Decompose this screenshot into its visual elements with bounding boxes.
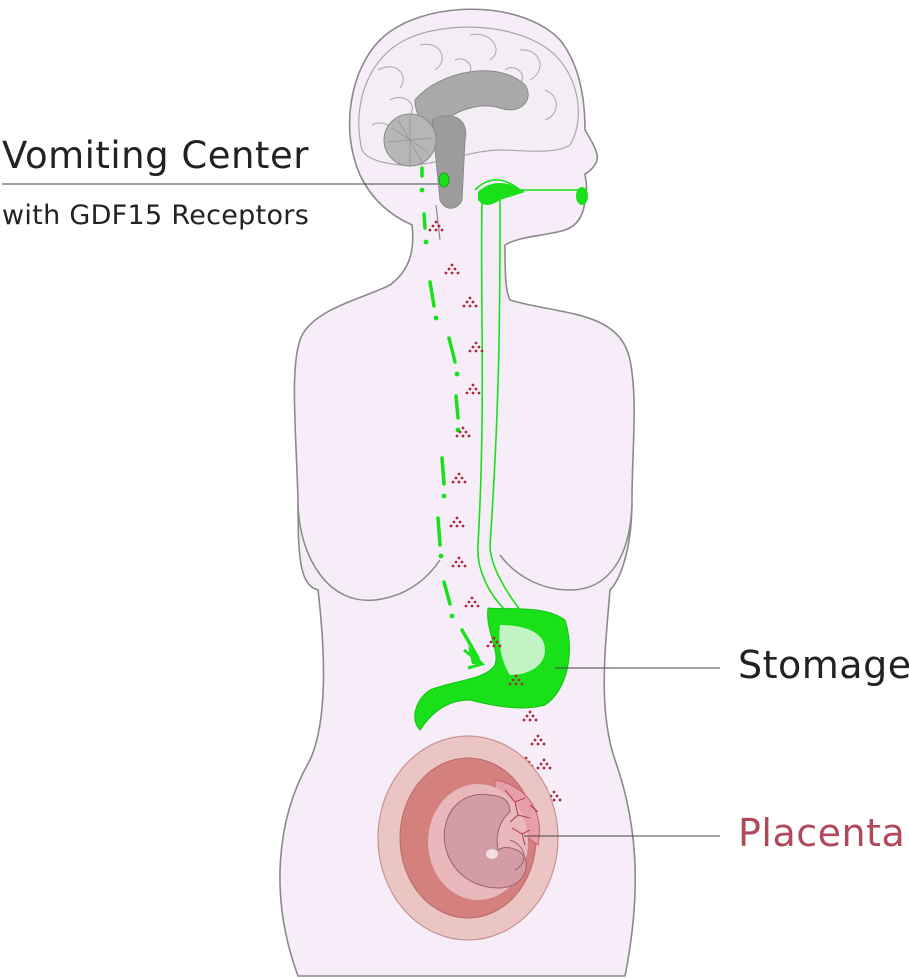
brain-icon [358, 26, 580, 241]
placenta-label: Placenta [738, 811, 906, 855]
mouth-marker [576, 187, 588, 205]
vomiting-center-label: Vomiting Center [2, 134, 309, 177]
arrow-head-outline [463, 648, 486, 670]
breast-contour [297, 504, 441, 602]
arrow-head [468, 646, 484, 664]
vomiting-center-marker [438, 172, 450, 188]
breast-contour [499, 504, 633, 591]
vagal-signal-arrows [420, 166, 480, 660]
fetus-icon [443, 793, 527, 889]
gdf15-receptors-label: with GDF15 Receptors [2, 200, 310, 231]
stomach-label: Stomage [738, 643, 909, 687]
body-silhouette [279, 8, 636, 977]
stomach-icon [414, 607, 570, 731]
esophagus [474, 179, 582, 611]
